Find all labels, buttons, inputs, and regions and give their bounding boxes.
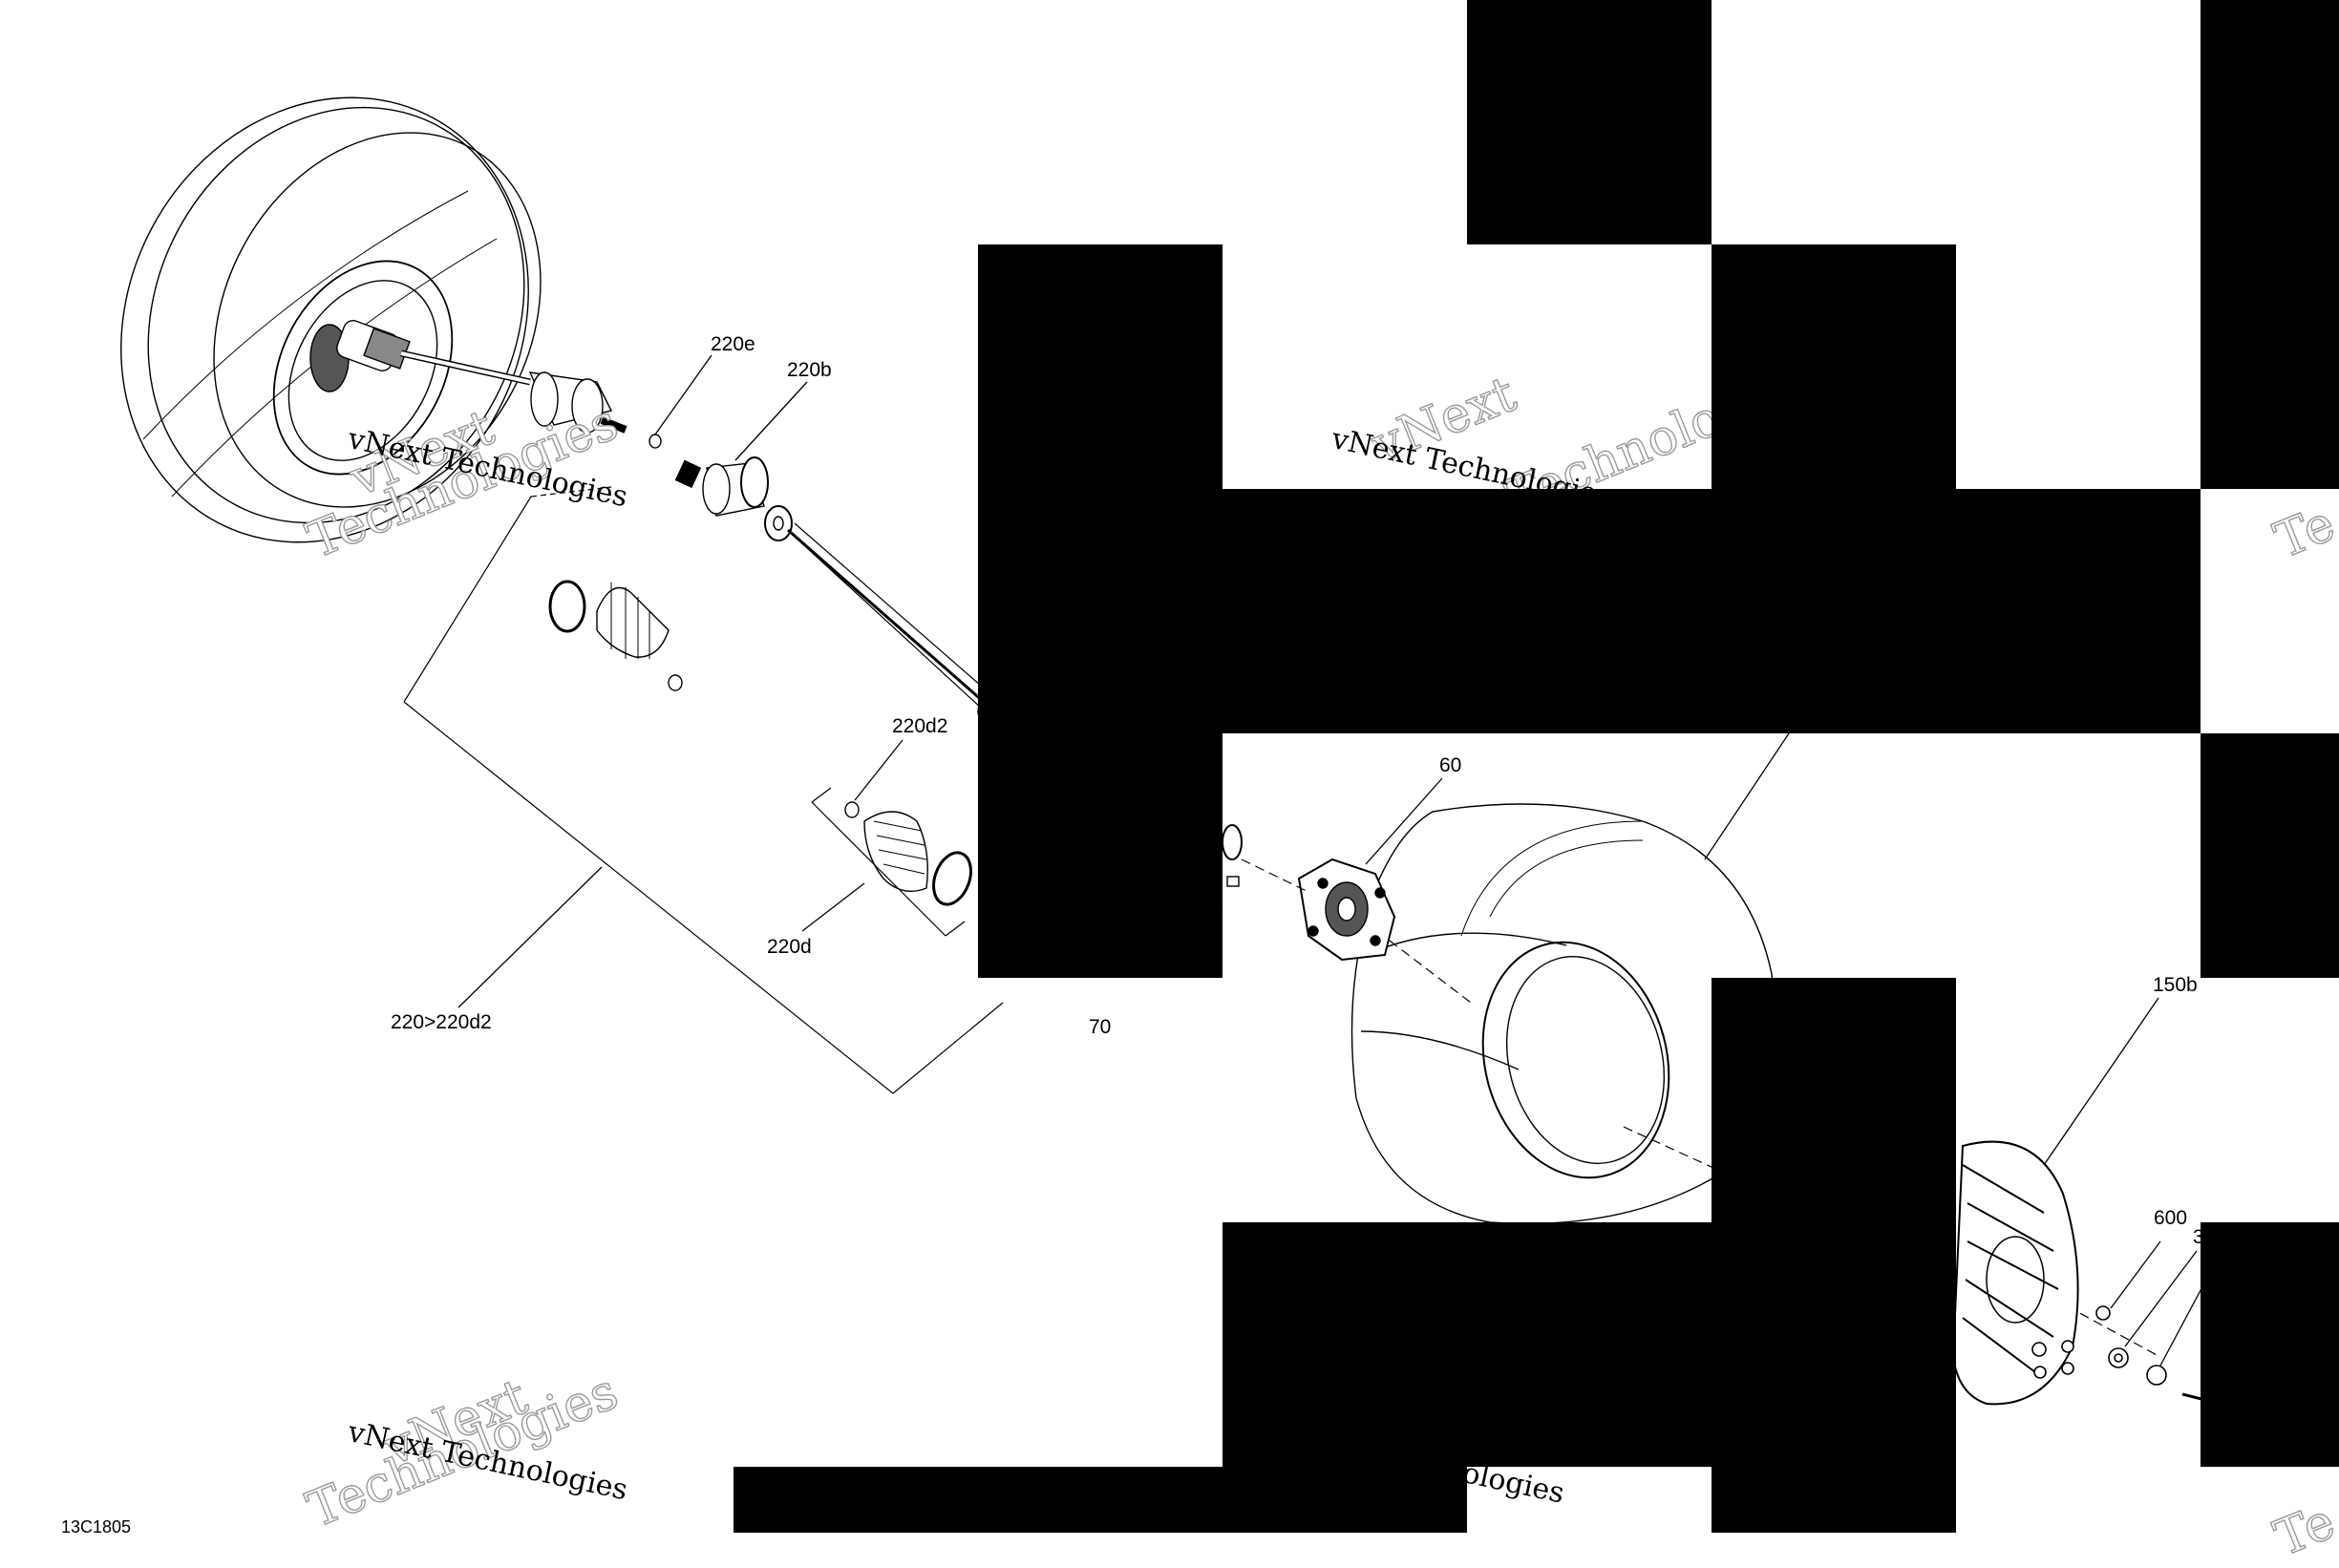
left-wheel-tire — [120, 96, 542, 543]
redaction-block — [734, 1467, 1467, 1533]
figure-reference: 13C1805 — [61, 1517, 132, 1536]
part-boot-upper — [548, 580, 683, 691]
redaction-block — [1223, 1222, 1712, 1467]
part-70-ring — [1222, 824, 1243, 887]
redaction-block — [1712, 244, 1956, 489]
callout-60: 60 — [1439, 754, 1462, 776]
redaction-block — [2201, 0, 2339, 489]
callout-220d2: 220d2 — [892, 715, 948, 737]
redaction-block — [2201, 1222, 2339, 1467]
left-wheel-hub — [309, 320, 411, 392]
callout-600: 600 — [2154, 1207, 2188, 1229]
callout-220b: 220b — [787, 359, 832, 381]
part-220e-washer — [649, 434, 662, 449]
part-220b-housing — [674, 456, 769, 517]
kit-bracket — [403, 486, 1004, 1094]
callout-220d: 220d — [767, 936, 812, 958]
parts-diagram — [120, 96, 2207, 1406]
part-220d2-boot — [844, 801, 972, 906]
redaction-block — [978, 244, 1223, 978]
leader-lines-left — [457, 354, 904, 1008]
part-150b-rim — [1951, 1140, 2079, 1406]
part-600-nuts — [2031, 1305, 2202, 1401]
callout-150b: 150b — [2153, 974, 2198, 996]
redaction-block — [1223, 489, 2201, 733]
redaction-block — [2201, 733, 2339, 978]
callout-220-range: 220>220d2 — [391, 1011, 492, 1033]
redaction-block — [1467, 0, 1712, 244]
callout-3: 3 — [2193, 1226, 2204, 1248]
part-inner-shaft — [764, 505, 990, 722]
part-60-hub — [1297, 858, 1396, 962]
drive-shaft — [400, 350, 627, 434]
redaction-block — [1712, 978, 1956, 1533]
callout-220e: 220e — [711, 333, 755, 355]
callout-70: 70 — [1089, 1016, 1112, 1038]
